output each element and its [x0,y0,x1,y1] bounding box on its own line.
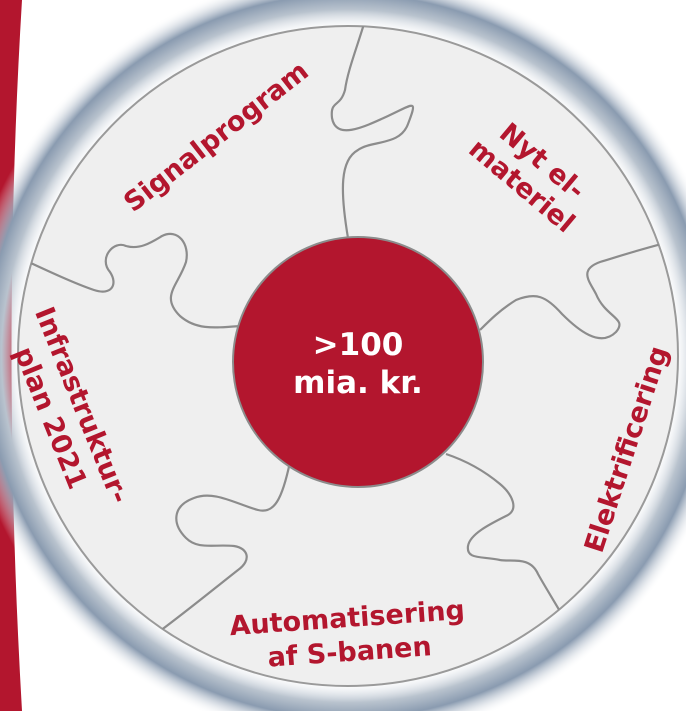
seam-materiel-elektrificering [479,236,678,340]
center-unit: mia. kr. [293,365,423,401]
center-value: >100 [313,327,404,363]
seam-signal-materiel [330,26,415,239]
seam-elektrificering-automatisering [445,452,575,637]
center-circle [232,236,484,488]
seam-infrastruktur-signal [19,232,241,329]
seam-automatisering-infrastruktur [147,461,292,641]
